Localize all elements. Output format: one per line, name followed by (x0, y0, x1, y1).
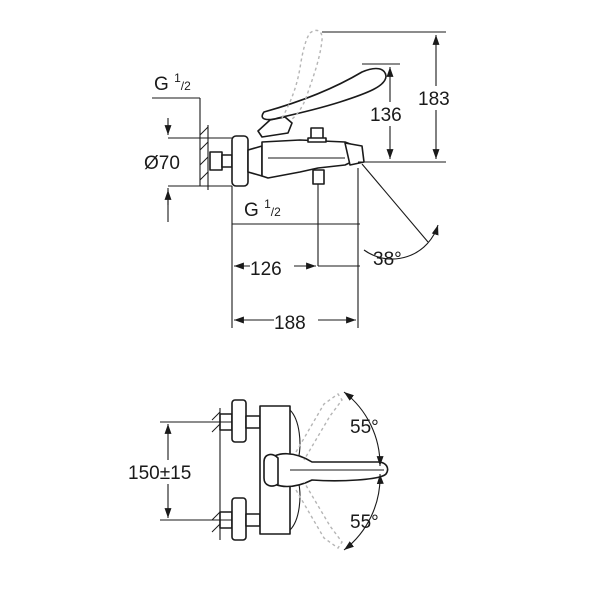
thread-top-label: G 1/2 (154, 71, 191, 95)
escutcheon-rosette (231, 135, 249, 187)
dim-thread-bottom: G 1/2 (231, 186, 360, 228)
angle-38-label: 38° (373, 249, 402, 270)
angle-upper-label: 55° (350, 417, 379, 438)
height-183-label: 183 (418, 89, 450, 110)
dim-diameter: Ø70 (144, 137, 232, 222)
swing-lower-ghost (295, 481, 343, 549)
dim-188: 188 (234, 168, 359, 334)
dim-heights: 136 183 (322, 31, 458, 163)
depth-188-label: 188 (274, 313, 306, 334)
thread-bottom-label: G 1/2 (244, 197, 281, 221)
angle-lower-label: 55° (350, 512, 379, 533)
dim-126: 126 (231, 228, 360, 328)
dim-angle-38: 38° (361, 163, 439, 270)
lever-handle (257, 67, 387, 138)
top-view: 55° 55° 150±15 (128, 391, 389, 551)
dim-thread-top: G 1/2 (152, 71, 201, 138)
side-view: G 1/2 Ø70 136 183 G 1/2 (144, 29, 458, 334)
mixer-body (247, 139, 365, 179)
diameter-label: Ø70 (144, 153, 180, 174)
swing-upper-ghost (295, 393, 343, 461)
lower-connection (219, 497, 261, 541)
height-136-label: 136 (370, 105, 402, 126)
upper-connection (219, 399, 261, 443)
arc-lower-55 (343, 473, 384, 551)
wall-connection (209, 151, 233, 171)
depth-126-label: 126 (250, 259, 282, 280)
arc-upper-55 (343, 391, 384, 467)
spacing-label: 150±15 (128, 463, 191, 484)
diverter-knob (307, 127, 327, 143)
lever-raised-ghost (281, 29, 323, 120)
lower-outlet (312, 169, 325, 185)
wall-hatch (199, 125, 209, 190)
dim-spacing: 150±15 (128, 421, 232, 521)
